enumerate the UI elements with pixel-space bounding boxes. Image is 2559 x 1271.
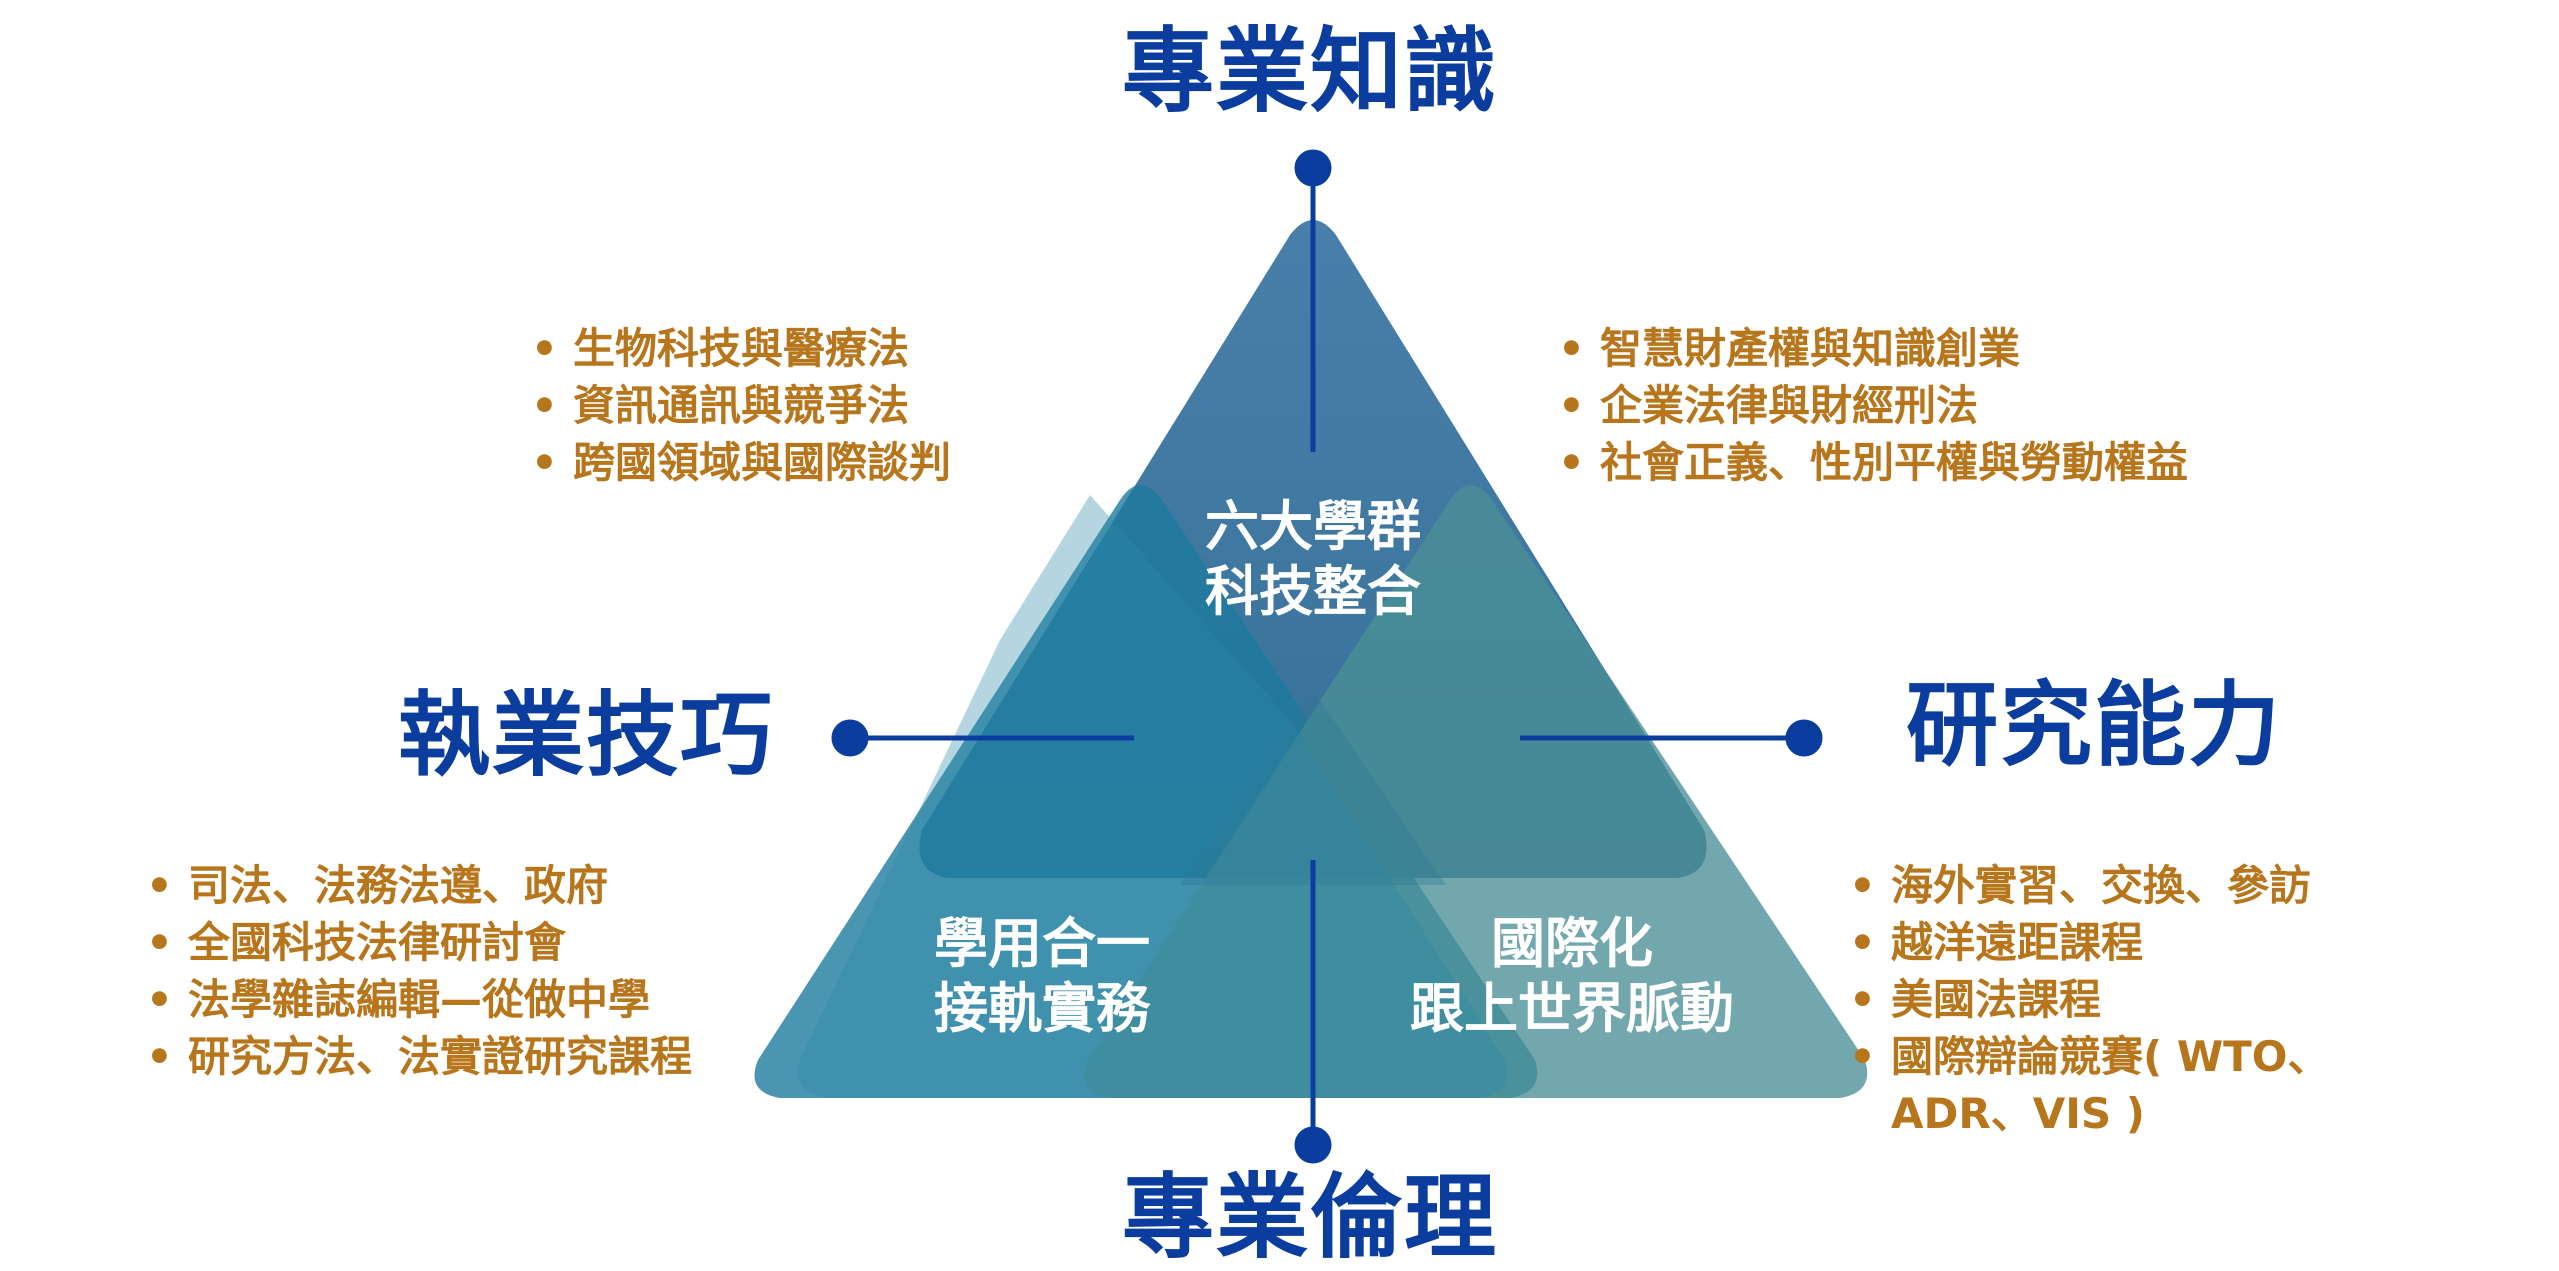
- triangle-right: [1084, 485, 1868, 1098]
- heading-research-ability: 研究能力: [1906, 672, 2283, 779]
- list-item-line1: 國際辯論競賽( WTO、: [1891, 1032, 2330, 1081]
- list-top-right: 智慧財產權與知識創業 企業法律與財經刑法 社會正義、性別平權與勞動權益: [1552, 320, 2188, 491]
- triangle-bottom-left: [797, 495, 1508, 1098]
- connector-dot-bottom: [1294, 1126, 1332, 1164]
- heading-practice-skills: 執業技巧: [398, 682, 775, 789]
- connector-dot-top: [1294, 149, 1332, 187]
- center-left-line1: 學用合一: [934, 912, 1150, 975]
- list-item-line2: ADR、VIS ): [1891, 1089, 2145, 1138]
- list-item: 美國法課程: [1843, 971, 2330, 1028]
- connector-dot-right: [1785, 719, 1823, 757]
- list-item: 企業法律與財經刑法: [1552, 377, 2188, 434]
- list-top-left: 生物科技與醫療法 資訊通訊與競爭法 跨國領域與國際談判: [525, 320, 951, 491]
- list-item: 社會正義、性別平權與勞動權益: [1552, 434, 2188, 491]
- center-left-line2: 接軌實務: [934, 976, 1150, 1040]
- heading-professional-knowledge: 專業知識: [1122, 18, 1499, 125]
- center-top-line2: 科技整合: [1205, 559, 1421, 623]
- center-right-line1: 國際化: [1491, 912, 1653, 975]
- list-item: 跨國領域與國際談判: [525, 434, 951, 491]
- center-label-left: 學用合一 接軌實務: [912, 912, 1172, 1042]
- list-item: 海外實習、交換、參訪: [1843, 857, 2330, 914]
- center-label-top: 六大學群 科技整合: [1193, 495, 1433, 625]
- list-bottom-right: 海外實習、交換、參訪 越洋遠距課程 美國法課程 國際辯論競賽( WTO、 ADR…: [1843, 857, 2330, 1142]
- connectors: [831, 149, 1823, 1164]
- center-right-line2: 跟上世界脈動: [1410, 976, 1734, 1040]
- center-top-line1: 六大學群: [1205, 495, 1421, 558]
- list-item: 全國科技法律研討會: [140, 914, 692, 971]
- list-item: 研究方法、法實證研究課程: [140, 1028, 692, 1085]
- list-bottom-left: 司法、法務法遵、政府 全國科技法律研討會 法學雜誌編輯—從做中學 研究方法、法實…: [140, 857, 692, 1085]
- list-item: 法學雜誌編輯—從做中學: [140, 971, 692, 1028]
- center-overlap: [1180, 690, 1446, 885]
- list-item: 生物科技與醫療法: [525, 320, 951, 377]
- list-item: 國際辯論競賽( WTO、 ADR、VIS ): [1843, 1028, 2330, 1142]
- connector-dot-left: [831, 719, 869, 757]
- center-label-right: 國際化 跟上世界脈動: [1392, 912, 1752, 1042]
- heading-professional-ethics: 專業倫理: [1122, 1164, 1499, 1271]
- list-item: 智慧財產權與知識創業: [1552, 320, 2188, 377]
- list-item: 司法、法務法遵、政府: [140, 857, 692, 914]
- list-item: 越洋遠距課程: [1843, 914, 2330, 971]
- list-item: 資訊通訊與競爭法: [525, 377, 951, 434]
